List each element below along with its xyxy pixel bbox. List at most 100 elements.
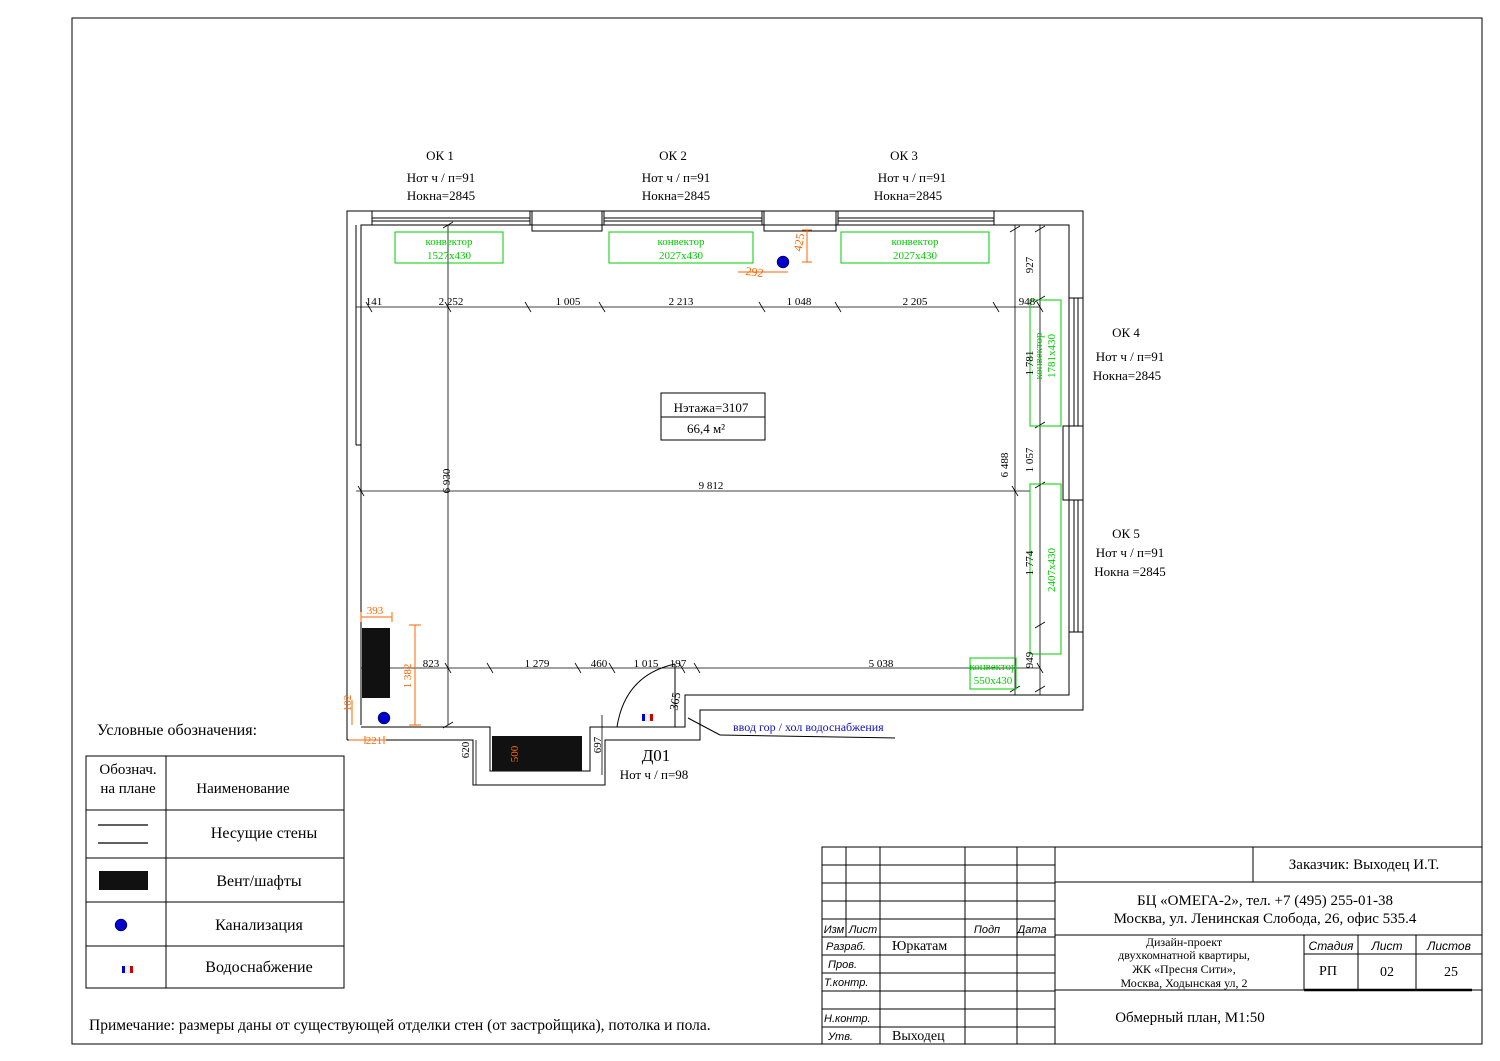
convector-3-name: конвектор: [891, 236, 939, 248]
legend-row-shafts: Вент/шафты: [216, 873, 302, 890]
legend-row-sewer: Канализация: [215, 917, 303, 934]
vent-shaft-left: [362, 628, 390, 698]
door-height: Нот ч / п=98: [620, 767, 689, 782]
sewer-dot: [114, 918, 128, 932]
convector-2: [608, 231, 754, 264]
dim-right-5: 949: [1024, 651, 1036, 668]
legend-table: [85, 755, 345, 989]
dim-shaft-221: 221: [366, 735, 383, 747]
dim-right-4: 1 774: [1024, 550, 1036, 575]
convector-4: [1029, 299, 1062, 427]
col-header-list: Лист: [848, 924, 877, 936]
floor-height-label: Нэтажа=3107: [674, 400, 749, 415]
convector-1-size: 1527х430: [427, 250, 472, 262]
sheet-header: Лист: [1371, 939, 1403, 953]
legend-header-symbol-2: на плане: [100, 781, 156, 797]
dim-right-height: 6 488: [999, 452, 1011, 477]
name-utv: Выходец: [892, 1029, 945, 1044]
dim-bottom-3: 460: [591, 658, 608, 670]
dim-right-2: 1 781: [1024, 351, 1036, 376]
note-text: Примечание: размеры даны от существующей…: [89, 1017, 711, 1034]
wall-lines: [98, 824, 148, 844]
convector-6-name: конвектор: [969, 661, 1017, 673]
dim-top-2: 2 252: [439, 296, 464, 308]
dim-riser-292: 292: [745, 264, 765, 280]
company-line-1: БЦ «ОМЕГА-2», тел. +7 (495) 255-01-38: [1137, 893, 1393, 909]
col-header-podp: Подп: [974, 924, 1000, 936]
role-nkontr: Н.контр.: [824, 1013, 871, 1025]
stage-header: Стадия: [1309, 939, 1355, 953]
window-ok2-height: Нокна=2845: [642, 188, 710, 203]
drawing-title: Обмерный план, М1:50: [1115, 1010, 1265, 1026]
title-block: [821, 846, 1483, 1045]
water-supply-icon: [642, 713, 653, 722]
vent-shaft-bottom: [492, 736, 582, 771]
window-ok1-name: ОК 1: [426, 148, 454, 163]
dim-riser-425: 425: [791, 232, 808, 252]
door-d01: [616, 663, 896, 739]
convector-3: [840, 231, 990, 264]
sewer-riser-left: [377, 711, 391, 725]
room-info-box: [660, 392, 766, 441]
window-ok3-sill: Нот ч / п=91: [878, 170, 947, 185]
convector-6-size: 550х430: [974, 675, 1013, 687]
convector-5: [1029, 483, 1062, 655]
convector-4-size: 1781х430: [1046, 334, 1058, 379]
dim-niche-right: 697: [592, 736, 604, 753]
dim-door-365: 365: [667, 691, 684, 711]
area-label: 66,4 м²: [687, 421, 725, 436]
convector-5-size: 2407х430: [1046, 548, 1058, 593]
dim-top-4: 2 213: [669, 296, 694, 308]
window-ok5-sill: Нот ч / п=91: [1096, 545, 1165, 560]
dim-top-3: 1 005: [556, 296, 581, 308]
legend-header-name: Наименование: [196, 781, 290, 797]
window-ok5-height: Нокна =2845: [1094, 564, 1166, 579]
project-line-3: ЖК «Пресня Сити»,: [1132, 962, 1235, 976]
legend-water-icon: [122, 965, 133, 974]
dim-shaft-1382: 1 382: [402, 664, 414, 689]
dim-niche-left: 620: [460, 741, 472, 758]
project-line-4: Москва, Ходынская ул, 2: [1120, 976, 1247, 990]
window-ok4-sill: Нот ч / п=91: [1096, 349, 1165, 364]
dimension-ticks: [357, 221, 1046, 729]
dim-right-3: 1 057: [1024, 447, 1036, 472]
dim-bottom-6: 5 038: [869, 658, 894, 670]
window-ok3-height: Нокна=2845: [874, 188, 942, 203]
sheets-value: 25: [1444, 965, 1458, 980]
dim-left-height: 6 930: [441, 468, 453, 493]
role-utv: Утв.: [827, 1031, 853, 1043]
project-line-2: двухкомнатной квартиры,: [1118, 948, 1250, 962]
dim-shaft-500: 500: [509, 745, 521, 762]
door-name: Д01: [642, 746, 671, 765]
window-ok5-name: ОК 5: [1112, 526, 1140, 541]
stage-value: РП: [1319, 964, 1337, 979]
customer-label: Заказчик: Выходец И.Т.: [1289, 857, 1439, 873]
water-inlet-label: ввод гор / хол водоснабжения: [733, 720, 884, 734]
dim-shaft-102: 102: [342, 695, 354, 712]
role-prov: Пров.: [828, 959, 857, 971]
company-line-2: Москва, ул. Ленинская Слобода, 26, офис …: [1114, 911, 1417, 927]
sheets-header: Листов: [1426, 939, 1471, 953]
window-ok4-height: Нокна=2845: [1093, 368, 1161, 383]
col-header-izm: Изм: [824, 924, 845, 936]
convector-4-name: конвектор: [1033, 332, 1045, 380]
convector-1-name: конвектор: [425, 236, 473, 248]
sewer-riser-top: [776, 255, 790, 269]
legend-header-symbol-1: Обознач.: [99, 762, 156, 778]
role-tkontr: Т.контр.: [824, 977, 868, 989]
project-line-1: Дизайн-проект: [1146, 935, 1223, 949]
dim-right-1: 927: [1024, 256, 1036, 273]
col-header-data: Дата: [1015, 924, 1046, 936]
convector-2-name: конвектор: [657, 236, 705, 248]
dim-shaft-393: 393: [367, 605, 384, 617]
dimension-lines: [356, 225, 1041, 785]
convector-1: [394, 231, 504, 264]
dim-width: 9 812: [699, 480, 724, 492]
dim-top-6: 2 205: [903, 296, 928, 308]
legend-row-walls: Несущие стены: [211, 825, 318, 842]
convector-3-size: 2027х430: [893, 250, 938, 262]
dim-top-7: 948: [1019, 296, 1036, 308]
shaft-block: [99, 871, 148, 890]
convectors: [394, 231, 1062, 690]
